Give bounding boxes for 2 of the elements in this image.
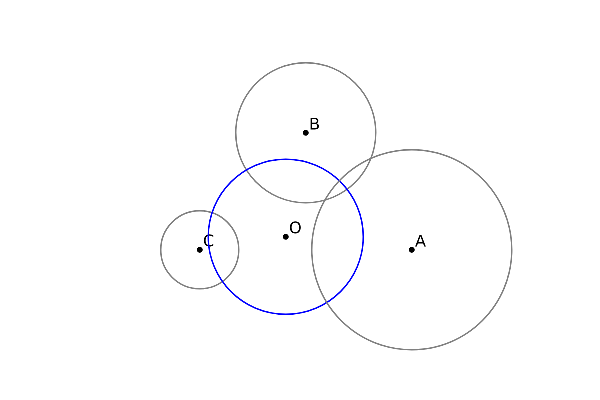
circle-with-center: B bbox=[235, 62, 377, 204]
circle-with-center: A bbox=[311, 149, 513, 351]
